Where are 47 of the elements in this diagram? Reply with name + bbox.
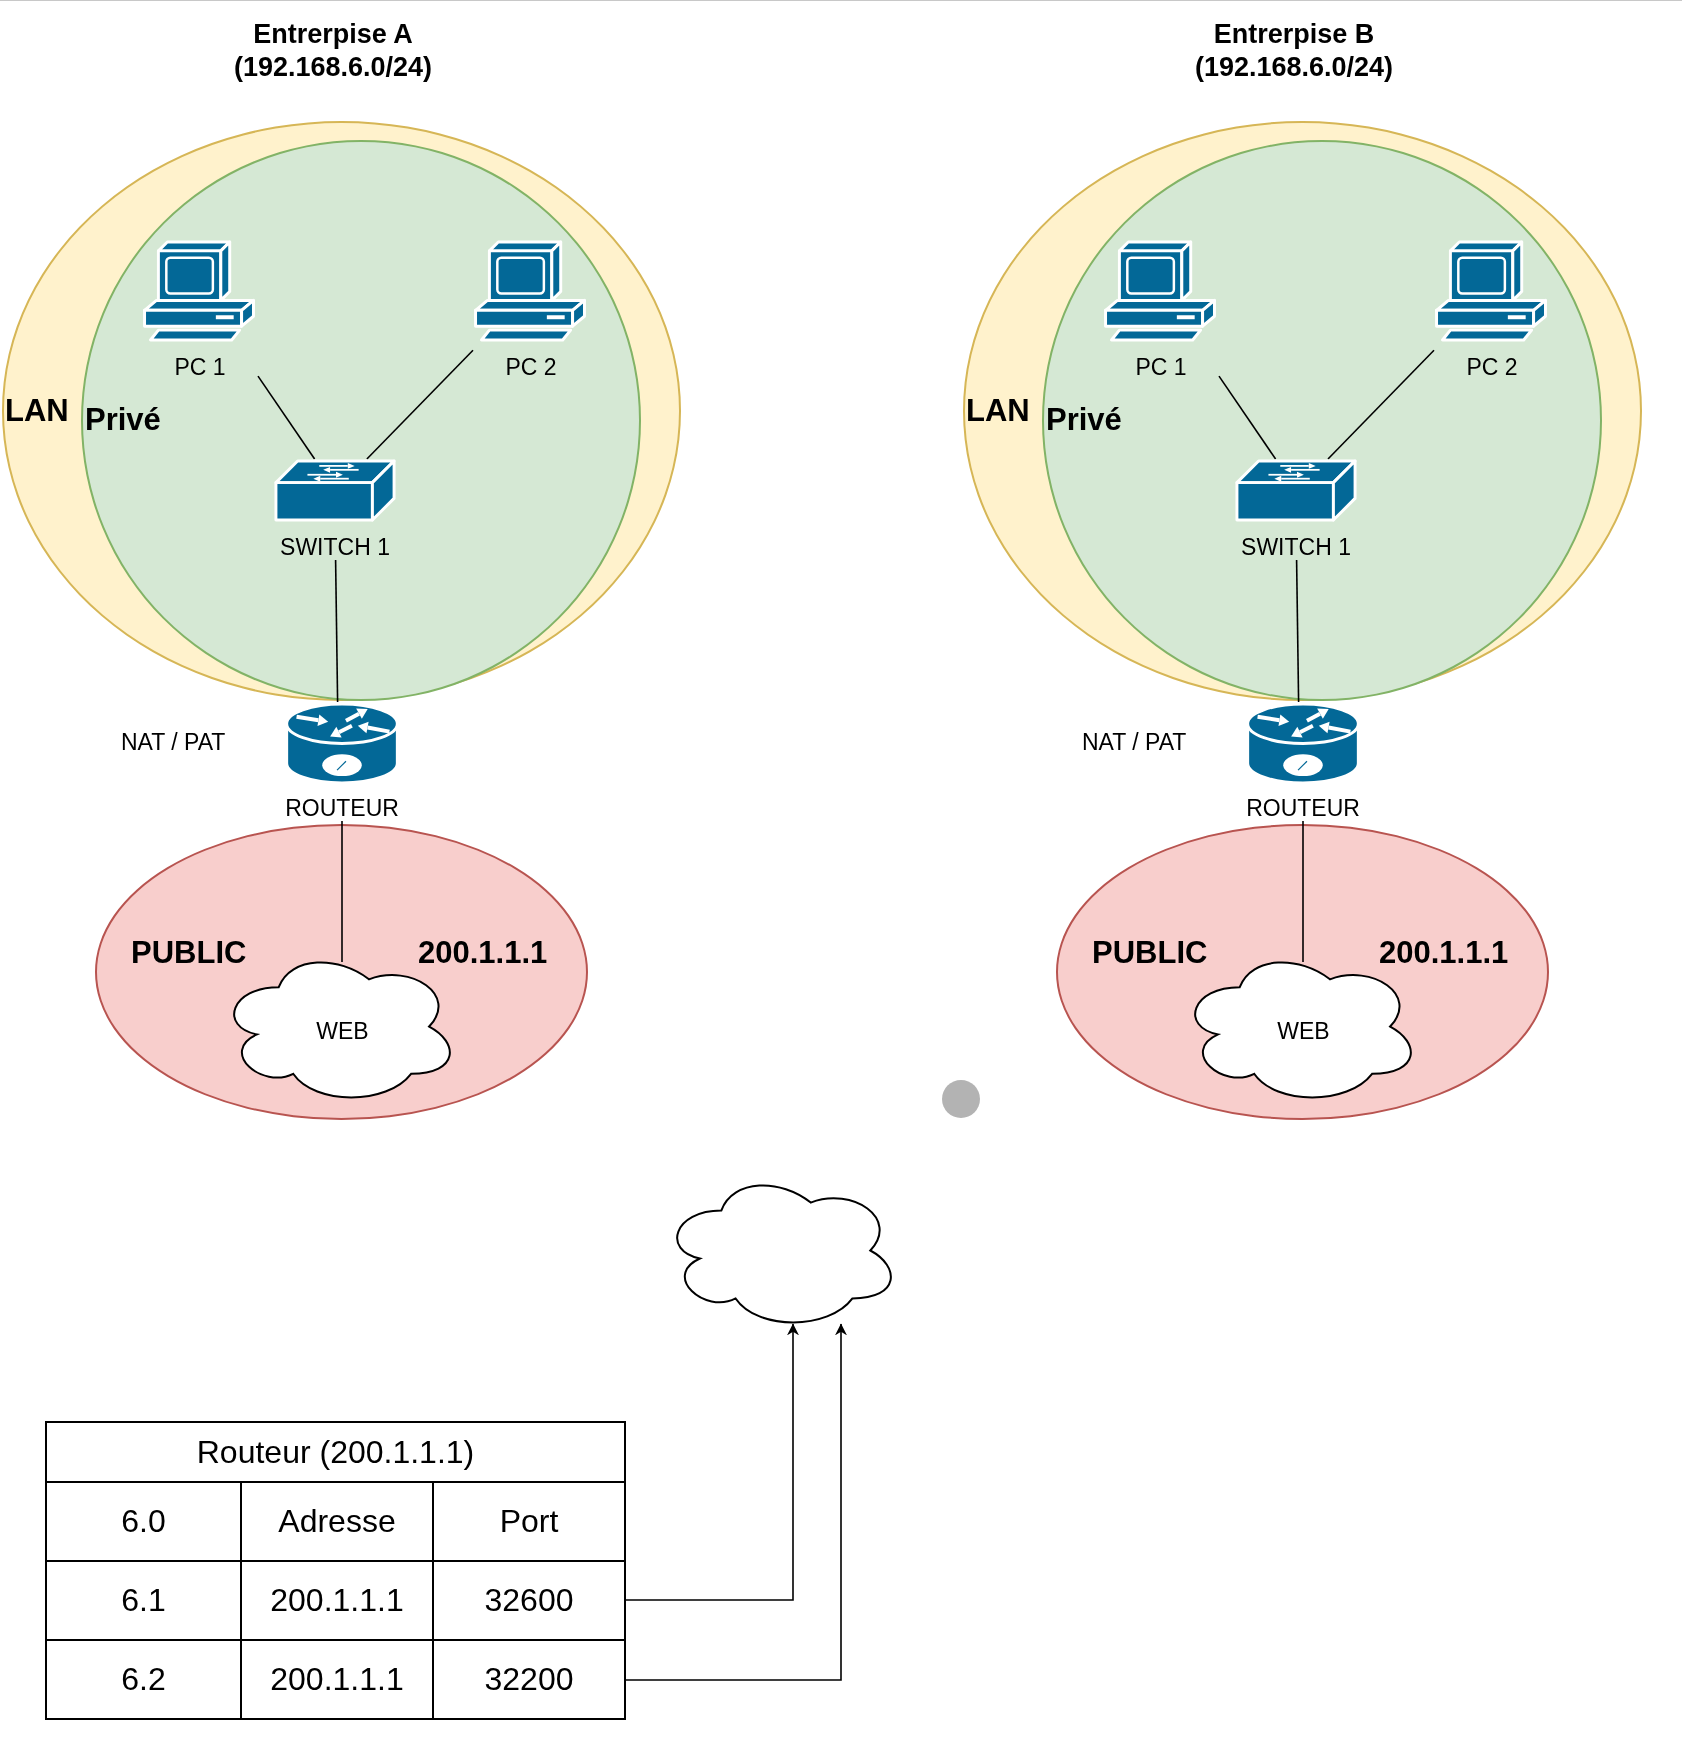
zone-label: 200.1.1.1 [1379,935,1509,971]
table-cell: Port [432,1483,624,1560]
table-row [47,1481,624,1560]
enterprise-title: Entrerpise A (192.168.6.0/24) [232,18,434,84]
table-cell: Adresse [240,1483,432,1560]
connection-line [257,375,316,460]
table-cell: 200.1.1.1 [240,1562,432,1639]
translation-table [45,1421,626,1720]
table-row [47,1639,624,1718]
cloud-label: WEB [316,1017,369,1044]
table-cell-text: 6.0 [120,1502,167,1541]
connection-line [1302,820,1304,963]
zone-label: Privé [85,402,161,438]
zone-label: PUBLIC [131,935,247,971]
device-label: PC 2 [1466,354,1518,380]
table-cell-text: 6.1 [120,1581,167,1620]
zone-label: Privé [1046,402,1122,438]
device-label: PC 1 [1135,354,1187,380]
zone-label: LAN [5,393,69,429]
arrow [623,1323,847,1681]
annotation-label: NAT / PAT [1082,729,1187,755]
zone-label: PUBLIC [1092,935,1208,971]
table-cell: 32600 [432,1562,624,1639]
connection-line [334,559,339,703]
arrow [623,1323,799,1601]
connection-line [1295,559,1300,703]
cloud-shape [676,1185,893,1324]
device-label: SWITCH 1 [280,534,390,560]
cloud-label: WEB [1277,1017,1330,1044]
device-label: SWITCH 1 [1241,534,1351,560]
connection-line [366,349,474,460]
device-label: PC 1 [174,354,226,380]
device-label: ROUTEUR [285,795,399,821]
connection-line [341,820,343,963]
table-cell: 32200 [432,1641,624,1718]
connection-line [1218,375,1277,460]
table-cell-text: 6.2 [120,1660,167,1699]
connection-line [1327,349,1435,460]
enterprise-title: Entrerpise B (192.168.6.0/24) [1193,18,1395,84]
annotation-label: NAT / PAT [121,729,226,755]
device-label: PC 2 [505,354,557,380]
zone-label: LAN [966,393,1030,429]
table-title: Routeur (200.1.1.1) [196,1434,475,1470]
table-row [47,1560,624,1639]
table-cell: 200.1.1.1 [240,1641,432,1718]
zone-label: 200.1.1.1 [418,935,548,971]
device-label: ROUTEUR [1246,795,1360,821]
